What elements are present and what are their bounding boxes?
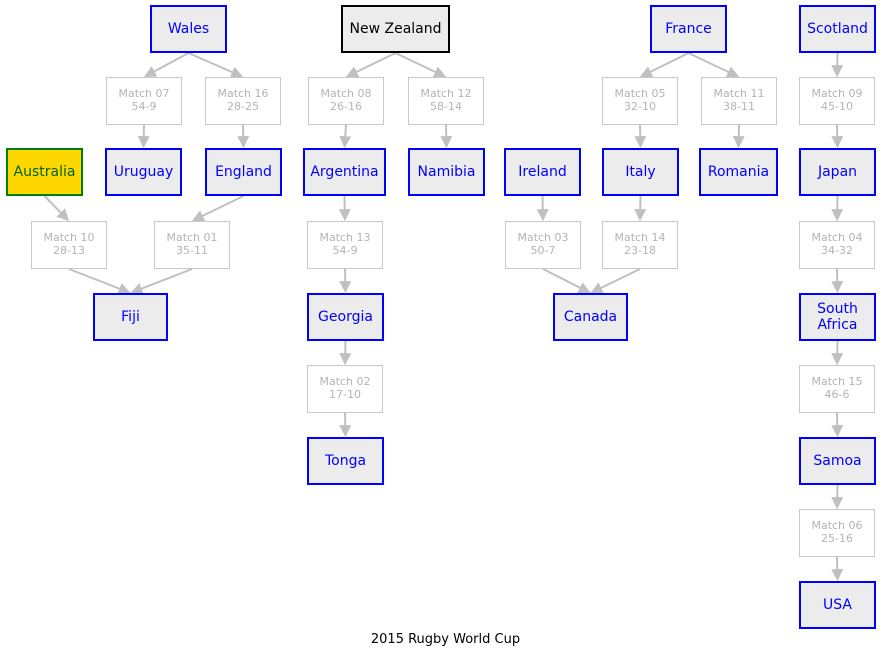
node-label: Match 06 25-16 bbox=[811, 519, 863, 545]
edge-france-to-match05 bbox=[639, 52, 689, 78]
node-label: Georgia bbox=[318, 308, 373, 325]
node-label: South Africa bbox=[817, 300, 858, 333]
edge-newzealand-to-match08 bbox=[345, 52, 396, 78]
edge-france-to-match11 bbox=[688, 52, 740, 78]
node-label: Romania bbox=[707, 163, 770, 180]
node-label: Match 05 32-10 bbox=[614, 87, 666, 113]
match-node-match03[interactable]: Match 03 50-7 bbox=[505, 221, 581, 269]
team-node-georgia[interactable]: Georgia bbox=[307, 293, 384, 341]
node-label: Fiji bbox=[121, 308, 140, 325]
team-node-japan[interactable]: Japan bbox=[799, 148, 876, 196]
edge-newzealand-to-match12 bbox=[395, 52, 447, 78]
team-node-southafrica[interactable]: South Africa bbox=[799, 293, 876, 341]
match-node-match04[interactable]: Match 04 34-32 bbox=[799, 221, 875, 269]
edge-wales-to-match07 bbox=[143, 52, 189, 78]
team-node-argentina[interactable]: Argentina bbox=[303, 148, 386, 196]
match-node-match08[interactable]: Match 08 26-16 bbox=[308, 77, 384, 125]
match-node-match10[interactable]: Match 10 28-13 bbox=[31, 221, 107, 269]
match-node-match15[interactable]: Match 15 46-6 bbox=[799, 365, 875, 413]
team-node-canada[interactable]: Canada bbox=[553, 293, 628, 341]
node-label: Argentina bbox=[310, 163, 379, 180]
node-label: Wales bbox=[167, 20, 210, 37]
node-label: Scotland bbox=[807, 20, 868, 37]
node-label: France bbox=[665, 20, 712, 37]
node-label: Match 15 46-6 bbox=[811, 375, 863, 401]
node-label: Match 16 28-25 bbox=[217, 87, 269, 113]
match-node-match07[interactable]: Match 07 54-9 bbox=[106, 77, 182, 125]
node-label: Japan bbox=[817, 163, 858, 180]
team-node-romania[interactable]: Romania bbox=[699, 148, 778, 196]
team-node-wales[interactable]: Wales bbox=[150, 5, 227, 53]
match-node-match14[interactable]: Match 14 23-18 bbox=[602, 221, 678, 269]
match-node-match13[interactable]: Match 13 54-9 bbox=[307, 221, 383, 269]
team-node-newzealand[interactable]: New Zealand bbox=[341, 5, 450, 53]
edge-match08-to-argentina bbox=[339, 124, 352, 149]
match-node-match12[interactable]: Match 12 58-14 bbox=[408, 77, 484, 125]
node-label: Italy bbox=[625, 163, 656, 180]
team-node-australia[interactable]: Australia bbox=[6, 148, 83, 196]
diagram-caption: 2015 Rugby World Cup bbox=[370, 632, 521, 647]
node-label: Samoa bbox=[813, 452, 862, 469]
team-node-france[interactable]: France bbox=[650, 5, 727, 53]
team-node-namibia[interactable]: Namibia bbox=[408, 148, 485, 196]
node-label: England bbox=[215, 163, 272, 180]
node-label: Canada bbox=[563, 308, 618, 325]
team-node-samoa[interactable]: Samoa bbox=[799, 437, 876, 485]
node-label: Namibia bbox=[417, 163, 476, 180]
edge-match03-to-canada bbox=[542, 268, 591, 294]
team-node-fiji[interactable]: Fiji bbox=[93, 293, 168, 341]
team-node-uruguay[interactable]: Uruguay bbox=[105, 148, 182, 196]
team-node-italy[interactable]: Italy bbox=[602, 148, 679, 196]
node-label: New Zealand bbox=[349, 20, 442, 37]
node-label: Match 11 38-11 bbox=[713, 87, 765, 113]
node-label: Match 12 58-14 bbox=[420, 87, 472, 113]
node-label: Match 02 17-10 bbox=[319, 375, 371, 401]
edge-match10-to-fiji bbox=[68, 268, 131, 295]
match-node-match05[interactable]: Match 05 32-10 bbox=[602, 77, 678, 125]
node-label: Match 04 34-32 bbox=[811, 231, 863, 257]
edge-australia-to-match10 bbox=[43, 195, 70, 222]
node-label: Ireland bbox=[518, 163, 567, 180]
team-node-tonga[interactable]: Tonga bbox=[307, 437, 384, 485]
team-node-scotland[interactable]: Scotland bbox=[799, 5, 876, 53]
node-label: USA bbox=[823, 596, 852, 613]
team-node-ireland[interactable]: Ireland bbox=[504, 148, 581, 196]
match-node-match11[interactable]: Match 11 38-11 bbox=[701, 77, 777, 125]
node-label: Match 13 54-9 bbox=[319, 231, 371, 257]
match-node-match02[interactable]: Match 02 17-10 bbox=[307, 365, 383, 413]
node-label: Uruguay bbox=[113, 163, 174, 180]
node-label: Match 10 28-13 bbox=[43, 231, 95, 257]
node-label: Match 03 50-7 bbox=[517, 231, 569, 257]
node-label: Match 08 26-16 bbox=[320, 87, 372, 113]
edge-match14-to-canada bbox=[590, 268, 641, 294]
edge-wales-to-match16 bbox=[188, 52, 244, 78]
node-label: Match 07 54-9 bbox=[118, 87, 170, 113]
match-node-match16[interactable]: Match 16 28-25 bbox=[205, 77, 281, 125]
edge-match01-to-fiji bbox=[130, 268, 193, 295]
edge-england-to-match01 bbox=[191, 195, 244, 222]
node-label: Australia bbox=[13, 163, 76, 180]
match-node-match01[interactable]: Match 01 35-11 bbox=[154, 221, 230, 269]
match-node-match09[interactable]: Match 09 45-10 bbox=[799, 77, 875, 125]
node-label: Tonga bbox=[324, 452, 367, 469]
match-node-match06[interactable]: Match 06 25-16 bbox=[799, 509, 875, 557]
team-node-england[interactable]: England bbox=[205, 148, 282, 196]
node-label: Match 09 45-10 bbox=[811, 87, 863, 113]
team-node-usa[interactable]: USA bbox=[799, 581, 876, 629]
node-label: Match 14 23-18 bbox=[614, 231, 666, 257]
node-label: Match 01 35-11 bbox=[166, 231, 218, 257]
